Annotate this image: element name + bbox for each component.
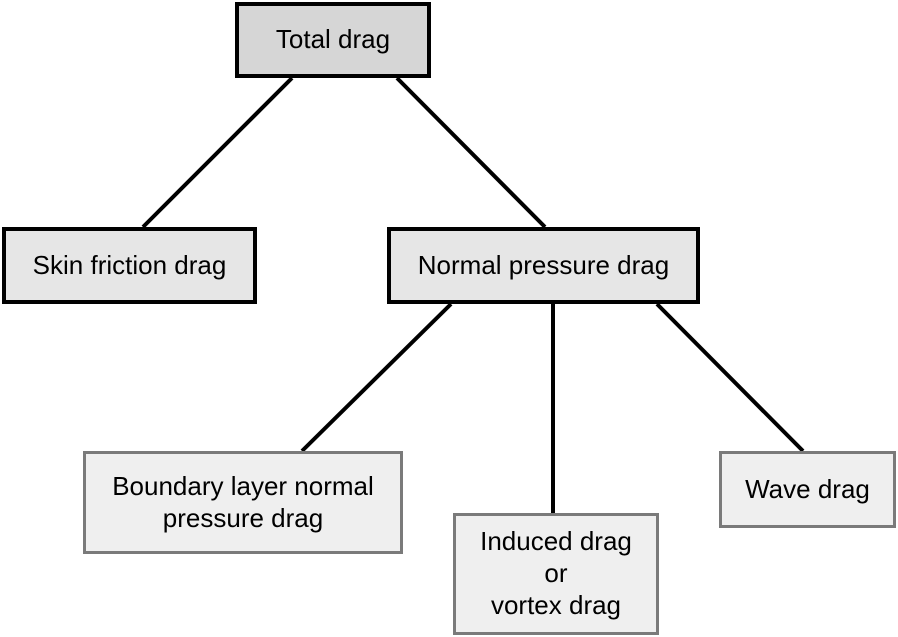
node-normal-pressure-drag: Normal pressure drag	[387, 227, 700, 304]
node-skin-friction-drag-label: Skin friction drag	[32, 249, 227, 280]
node-wave-drag: Wave drag	[719, 451, 896, 528]
edge-total-to-skin-friction	[141, 76, 294, 229]
node-total-drag-label: Total drag	[275, 24, 391, 55]
node-normal-pressure-drag-label: Normal pressure drag	[417, 249, 670, 280]
node-total-drag: Total drag	[235, 2, 431, 78]
edge-normal-to-boundary-layer	[300, 302, 453, 453]
node-skin-friction-drag: Skin friction drag	[2, 227, 257, 304]
edge-total-to-normal-pressure	[395, 76, 547, 229]
node-boundary-layer-drag: Boundary layer normal pressure drag	[83, 451, 403, 554]
edge-normal-to-wave	[655, 302, 805, 453]
node-boundary-layer-drag-label: Boundary layer normal pressure drag	[112, 470, 374, 533]
node-induced-drag-label: Induced drag or vortex drag	[480, 526, 632, 620]
node-induced-drag: Induced drag or vortex drag	[453, 513, 659, 635]
node-wave-drag-label: Wave drag	[745, 473, 870, 504]
